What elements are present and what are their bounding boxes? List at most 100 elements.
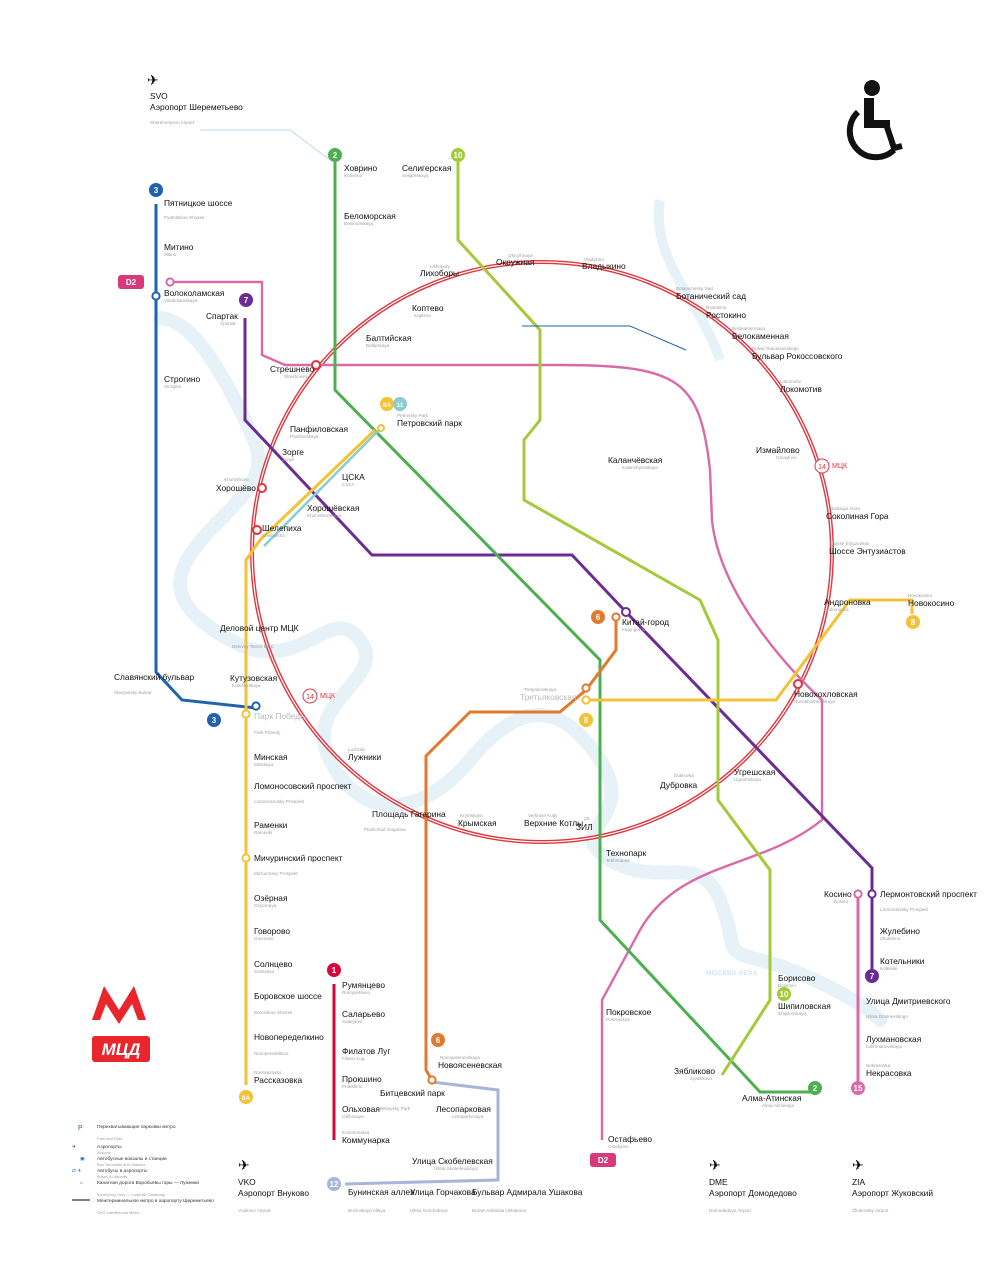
svg-text:Michurinsky Prospekt: Michurinsky Prospekt [254, 871, 298, 876]
svg-text:Ozyornaya: Ozyornaya [254, 903, 277, 908]
svg-text:Khoroshovskaya: Khoroshovskaya [307, 513, 341, 518]
svg-text:Аэропорт Жуковский: Аэропорт Жуковский [852, 1188, 933, 1198]
badge-line-6-center: 6 [591, 610, 605, 624]
svg-text:Park Pobedy: Park Pobedy [254, 730, 281, 735]
svg-text:Krymskaya: Krymskaya [460, 813, 483, 818]
badge-line-3-bottom: 3 [207, 713, 221, 727]
svg-text:Panfilovskaya: Panfilovskaya [290, 434, 319, 439]
svg-text:Ramenki: Ramenki [254, 830, 272, 835]
svg-text:Govorovo: Govorovo [254, 936, 274, 941]
svg-text:DME: DME [709, 1177, 728, 1187]
svg-text:ЦСКА: ЦСКА [342, 472, 365, 482]
svg-text:Алма-Атинская: Алма-Атинская [742, 1093, 801, 1103]
svg-text:Kommunarka: Kommunarka [342, 1130, 370, 1135]
badge-line-15: 15 [851, 1081, 865, 1095]
badge-line-10-bottom: 10 [777, 987, 791, 1001]
svg-text:Славянский бульвар: Славянский бульвар [114, 672, 195, 682]
svg-text:Борисово: Борисово [778, 973, 816, 983]
svg-text:Деловой центр МЦК: Деловой центр МЦК [220, 623, 299, 633]
svg-text:Солнцево: Солнцево [254, 959, 293, 969]
legend-cableway: ⌂Канатная дорога Воробьёвы горы — Лужник… [80, 1180, 199, 1197]
svg-text:Novoyasenevskaya: Novoyasenevskaya [440, 1055, 480, 1060]
svg-text:Некрасовка: Некрасовка [866, 1068, 912, 1078]
badge-line-2-top: 2 [328, 148, 342, 162]
svg-text:P: P [78, 1125, 83, 1132]
svg-text:Раменки: Раменки [254, 820, 288, 830]
svg-text:Ulitsa Gorchakova: Ulitsa Gorchakova [410, 1208, 448, 1213]
svg-text:Ховрино: Ховрино [344, 163, 378, 173]
svg-text:14: 14 [818, 464, 826, 471]
line-12-path [344, 1080, 500, 1186]
svg-text:Kutuzovskaya: Kutuzovskaya [232, 683, 261, 688]
svg-text:Bitsevsky Park: Bitsevsky Park [380, 1106, 411, 1111]
svg-text:Белокаменная: Белокаменная [732, 331, 789, 341]
airport-svo: ✈ SVO Аэропорт Шереметьево Sheremetyevo … [147, 72, 243, 125]
line-7-path [243, 318, 874, 978]
svg-text:ZIA: ZIA [852, 1177, 865, 1187]
badge-line-1: 1 [327, 963, 341, 977]
svg-text:11: 11 [397, 402, 404, 409]
svg-text:Боровское шоссе: Боровское шоссе [254, 991, 322, 1001]
svg-text:3: 3 [212, 716, 217, 725]
legend-svo-metro: Межтерминальное метро в аэропорту Шереме… [72, 1198, 214, 1215]
svg-text:✈: ✈ [72, 1144, 76, 1150]
mck-label-west: МЦК [320, 693, 336, 700]
svg-text:Покровское: Покровское [606, 1007, 652, 1017]
metro-logo: М [92, 986, 146, 1024]
plane-icon: ✈ [238, 1157, 250, 1173]
svg-text:Стрешнево: Стрешнево [270, 364, 315, 374]
svg-text:Пятницкое шоссе: Пятницкое шоссе [164, 198, 233, 208]
svg-text:Ulitsa Dmitrievskogo: Ulitsa Dmitrievskogo [866, 1014, 908, 1019]
badge-d2-south: D2 [590, 1153, 616, 1167]
svg-text:8: 8 [584, 716, 589, 725]
svg-text:Селигерская: Селигерская [402, 163, 451, 173]
svg-text:Дубровка: Дубровка [660, 780, 698, 790]
svg-text:Котельники: Котельники [880, 956, 925, 966]
svg-text:Спартак: Спартак [206, 311, 238, 321]
svg-text:6: 6 [436, 1036, 441, 1045]
svg-text:Spartak: Spartak [220, 321, 237, 326]
line-10-path [456, 162, 772, 1076]
svg-text:Verkhnie Kotly: Verkhnie Kotly [528, 813, 558, 818]
svg-text:Третьяковская: Третьяковская [520, 692, 576, 702]
svg-text:Битцевский парк: Битцевский парк [380, 1088, 445, 1098]
svg-text:Соколиная Гора: Соколиная Гора [826, 511, 889, 521]
plane-icon: ✈ [709, 1157, 721, 1173]
svg-text:Зябликово: Зябликово [674, 1066, 715, 1076]
svg-text:Khovrino: Khovrino [344, 173, 363, 178]
svg-text:Lermontovsky Prospekt: Lermontovsky Prospekt [880, 907, 929, 912]
svg-text:14: 14 [306, 694, 314, 701]
svg-text:Sokolinaya Gora: Sokolinaya Gora [826, 506, 860, 511]
svg-text:Petrovsky Park: Petrovsky Park [397, 413, 429, 418]
svg-text:Китай-город: Китай-город [622, 617, 669, 627]
river [153, 199, 887, 1027]
svg-text:Kitay-gorod: Kitay-gorod [622, 627, 646, 632]
svg-text:Koptevo: Koptevo [414, 313, 431, 318]
plane-icon: ✈ [147, 72, 159, 88]
svg-text:Solntsevo: Solntsevo [254, 969, 275, 974]
svg-text:Канатная дорога Воробьёвы горы: Канатная дорога Воробьёвы горы — Лужники [97, 1180, 199, 1186]
